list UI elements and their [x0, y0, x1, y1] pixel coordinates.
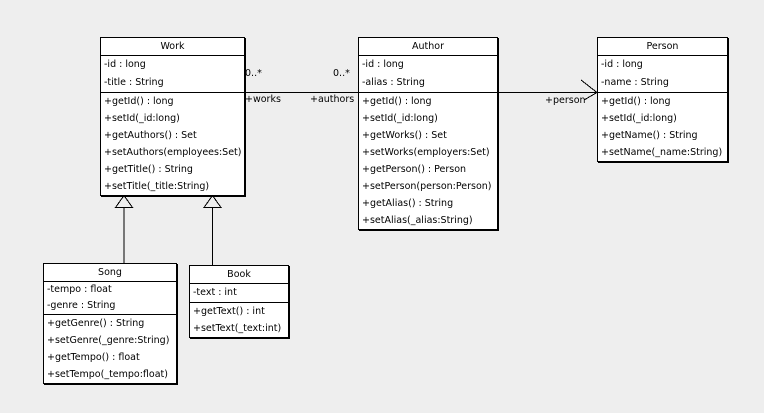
role-label-authors[interactable]: +authors	[310, 94, 355, 105]
attribute-row: -name : String	[601, 77, 669, 88]
generalization-triangle-icon	[114, 194, 134, 208]
method-row: +setAuthors(employees:Set)	[104, 147, 242, 158]
method-row: +getTempo() : float	[47, 352, 140, 363]
method-row: +setName(_name:String)	[601, 147, 723, 158]
method-row: +setId(_id:long)	[104, 113, 180, 124]
methods-compartment: +getText() : int +setText(_text:int)	[190, 303, 288, 337]
attribute-row: -id : long	[362, 59, 404, 70]
attribute-row: -text : int	[193, 287, 237, 298]
association-open-arrowhead-icon	[580, 79, 598, 101]
method-row: +setId(_id:long)	[601, 113, 677, 124]
method-row: +setText(_text:int)	[193, 323, 282, 334]
methods-compartment: +getId() : long +setId(_id:long) +getWor…	[359, 93, 497, 229]
methods-compartment: +getId() : long +setId(_id:long) +getAut…	[101, 93, 244, 195]
method-row: +getName() : String	[601, 130, 698, 141]
method-row: +getGenre() : String	[47, 318, 145, 329]
role-label-person[interactable]: +person	[545, 95, 586, 106]
attributes-compartment: -id : long -alias : String	[359, 56, 497, 93]
generalization-triangle-icon	[203, 194, 222, 208]
attributes-compartment: -tempo : float -genre : String	[44, 282, 176, 315]
method-row: +getId() : long	[362, 96, 432, 107]
method-row: +setId(_id:long)	[362, 113, 438, 124]
method-row: +setTempo(_tempo:float)	[47, 369, 168, 380]
class-box-work[interactable]: Work -id : long -title : String +getId()…	[100, 37, 245, 196]
attributes-compartment: -text : int	[190, 284, 288, 303]
role-label-works[interactable]: +works	[245, 94, 281, 105]
attribute-row: -genre : String	[47, 300, 116, 311]
class-title: Song	[44, 264, 176, 282]
attribute-row: -id : long	[104, 59, 146, 70]
method-row: +getTitle() : String	[104, 164, 193, 175]
attribute-row: -title : String	[104, 77, 164, 88]
class-box-author[interactable]: Author -id : long -alias : String +getId…	[358, 37, 498, 230]
method-row: +getAlias() : String	[362, 198, 454, 209]
methods-compartment: +getId() : long +setId(_id:long) +getNam…	[598, 93, 727, 161]
class-box-book[interactable]: Book -text : int +getText() : int +setTe…	[189, 265, 289, 338]
attributes-compartment: -id : long -title : String	[101, 56, 244, 93]
class-title: Author	[359, 38, 497, 56]
method-row: +getPerson() : Person	[362, 164, 467, 175]
attribute-row: -alias : String	[362, 77, 425, 88]
multiplicity-label-work-end[interactable]: 0..*	[245, 68, 262, 79]
class-title: Work	[101, 38, 244, 56]
method-row: +getId() : long	[601, 96, 671, 107]
method-row: +setPerson(person:Person)	[362, 181, 492, 192]
method-row: +setWorks(employers:Set)	[362, 147, 490, 158]
methods-compartment: +getGenre() : String +setGenre(_genre:St…	[44, 315, 176, 383]
method-row: +setTitle(_title:String)	[104, 181, 210, 192]
method-row: +getId() : long	[104, 96, 174, 107]
attribute-row: -tempo : float	[47, 284, 112, 295]
class-title: Book	[190, 266, 288, 284]
class-box-song[interactable]: Song -tempo : float -genre : String +get…	[43, 263, 177, 384]
method-row: +setGenre(_genre:String)	[47, 335, 170, 346]
method-row: +setAlias(_alias:String)	[362, 215, 473, 226]
class-box-person[interactable]: Person -id : long -name : String +getId(…	[597, 37, 728, 162]
method-row: +getText() : int	[193, 306, 265, 317]
attribute-row: -id : long	[601, 59, 643, 70]
attributes-compartment: -id : long -name : String	[598, 56, 727, 93]
class-title: Person	[598, 38, 727, 56]
method-row: +getAuthors() : Set	[104, 130, 197, 141]
method-row: +getWorks() : Set	[362, 130, 447, 141]
multiplicity-label-author-end[interactable]: 0..*	[333, 68, 350, 79]
